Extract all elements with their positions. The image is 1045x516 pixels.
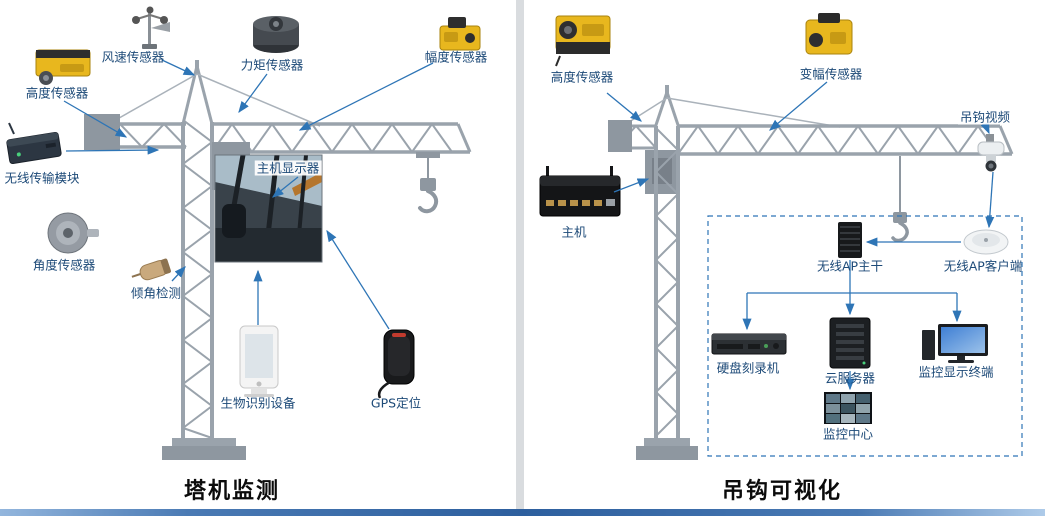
- right-crane-illustration: [608, 85, 1014, 460]
- hook-camera-image: [977, 134, 1005, 172]
- ap-backbone-image: [838, 222, 862, 258]
- label-host: 主机: [561, 224, 587, 240]
- left-connector-arrows: [63, 59, 434, 330]
- video-wall-image: [824, 392, 872, 424]
- torque-sensor-image: [253, 16, 299, 53]
- panel-divider: [516, 0, 524, 509]
- biometric-tablet-image: [239, 325, 279, 397]
- label-height-sensor: 高度传感器: [25, 85, 89, 101]
- label-monitor-center: 监控中心: [822, 426, 874, 442]
- label-wind-speed-sensor: 风速传感器: [101, 49, 165, 65]
- right-panel-title: 吊钩可视化: [721, 479, 843, 504]
- label-cloud-server: 云服务器: [824, 370, 876, 386]
- network-group-box: [707, 215, 1023, 457]
- footer-bar: [0, 509, 1045, 516]
- label-right-height-sensor: 高度传感器: [550, 69, 614, 85]
- label-ap-backbone: 无线AP主干: [816, 258, 884, 274]
- left-panel-title: 塔机监测: [183, 479, 281, 504]
- amplitude-sensor-image: [439, 17, 481, 51]
- wireless-module-image: [6, 122, 62, 164]
- label-luffing-sensor: 变幅传感器: [799, 66, 863, 82]
- ap-client-image: [963, 229, 1009, 255]
- label-amplitude-sensor: 幅度传感器: [424, 49, 488, 65]
- label-hook-video: 吊钩视频: [957, 109, 1013, 125]
- cloud-server-image: [829, 317, 871, 369]
- label-angle-sensor: 角度传感器: [32, 257, 96, 273]
- right-connector-arrows: [606, 81, 995, 391]
- monitor-terminal-image: [922, 324, 988, 363]
- right-height-sensor-image: [555, 15, 611, 67]
- angle-sensor-image: [47, 212, 99, 254]
- gps-tracker-image: [377, 329, 415, 399]
- label-monitor-terminal: 监控显示终端: [918, 364, 994, 380]
- label-hdd-recorder: 硬盘刻录机: [716, 360, 780, 376]
- luffing-sensor-image: [805, 13, 853, 55]
- label-gps: GPS定位: [370, 395, 422, 411]
- label-wireless-module: 无线传输模块: [4, 170, 80, 186]
- label-host-display: 主机显示器: [254, 160, 322, 176]
- tilt-sensor-image: [131, 258, 171, 281]
- height-sensor-image: [35, 49, 91, 85]
- label-tilt-detection: 倾角检测: [130, 285, 182, 301]
- wind-speed-sensor-image: [132, 6, 170, 49]
- label-torque-sensor: 力矩传感器: [240, 57, 304, 73]
- label-ap-client: 无线AP客户端: [943, 258, 1023, 274]
- hdd-recorder-image: [711, 333, 787, 355]
- label-biometric-device: 生物识别设备: [220, 395, 296, 411]
- host-unit-image: [539, 166, 621, 217]
